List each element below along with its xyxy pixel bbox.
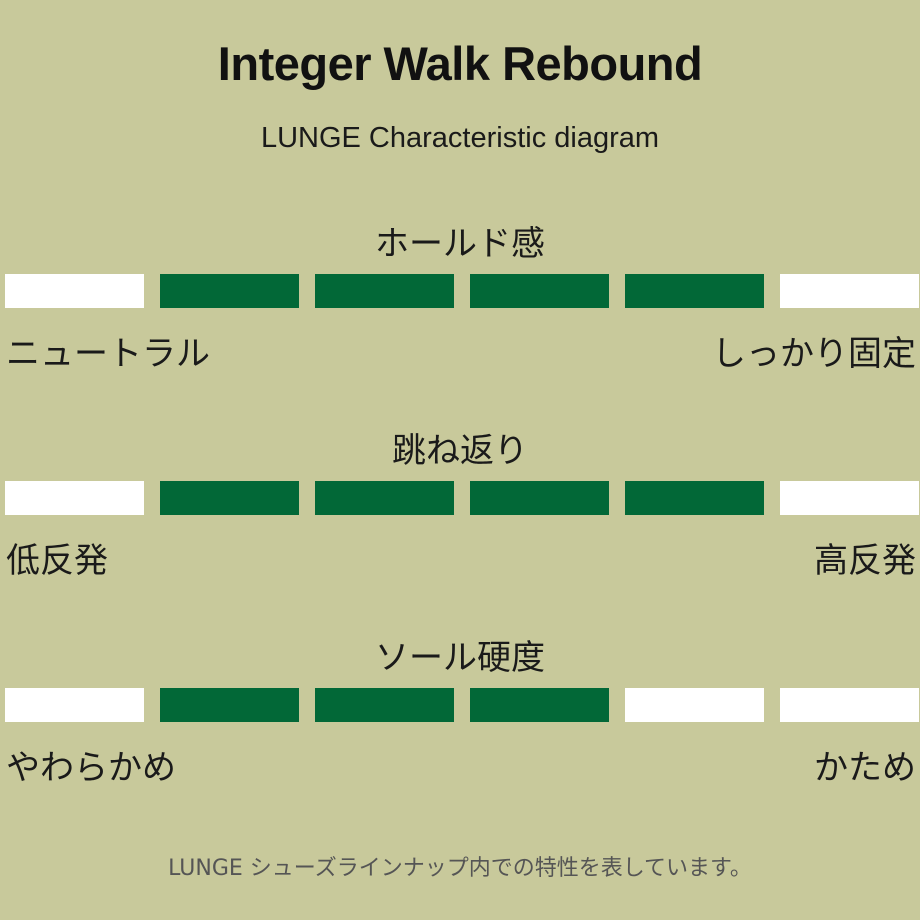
scale-segment-filled <box>470 688 609 722</box>
scale-segment-empty <box>780 688 919 722</box>
scale-heading: ソール硬度 <box>375 638 545 678</box>
scale-sole-hardness: ソール硬度 やわらかめ かため <box>0 630 920 810</box>
scale-left-label: ニュートラル <box>6 334 210 374</box>
footnote: LUNGE シューズラインナップ内での特性を表しています。 <box>168 856 752 881</box>
scale-segment-filled <box>315 688 454 722</box>
scale-segment-filled <box>470 481 609 515</box>
scale-bar <box>0 274 920 308</box>
scale-segment-empty <box>780 274 919 308</box>
scale-right-label: 高反発 <box>814 541 916 581</box>
page-title: Integer Walk Rebound <box>217 37 703 90</box>
scale-segment-filled <box>470 274 609 308</box>
scale-right-label: かため <box>814 748 916 788</box>
scale-segment-filled <box>160 688 299 722</box>
scale-segment-filled <box>625 274 764 308</box>
scale-segment-empty <box>625 688 764 722</box>
scale-segment-empty <box>780 481 919 515</box>
scale-bar <box>0 481 920 515</box>
scale-hold: ホールド感 ニュートラル しっかり固定 <box>0 216 920 396</box>
scale-left-label: 低反発 <box>6 541 108 581</box>
scale-rebound: 跳ね返り 低反発 高反発 <box>0 423 920 603</box>
scale-heading: 跳ね返り <box>392 431 528 471</box>
scale-segment-filled <box>315 481 454 515</box>
scale-segment-empty <box>5 274 144 308</box>
page-subtitle: LUNGE Characteristic diagram <box>260 122 660 154</box>
scale-bar <box>0 688 920 722</box>
scale-segment-empty <box>5 688 144 722</box>
scale-right-label: しっかり固定 <box>712 334 916 374</box>
scale-heading: ホールド感 <box>375 224 545 264</box>
scale-segment-filled <box>315 274 454 308</box>
scale-segment-filled <box>625 481 764 515</box>
scale-left-label: やわらかめ <box>6 748 176 788</box>
scale-segment-empty <box>5 481 144 515</box>
scale-segment-filled <box>160 274 299 308</box>
scale-segment-filled <box>160 481 299 515</box>
